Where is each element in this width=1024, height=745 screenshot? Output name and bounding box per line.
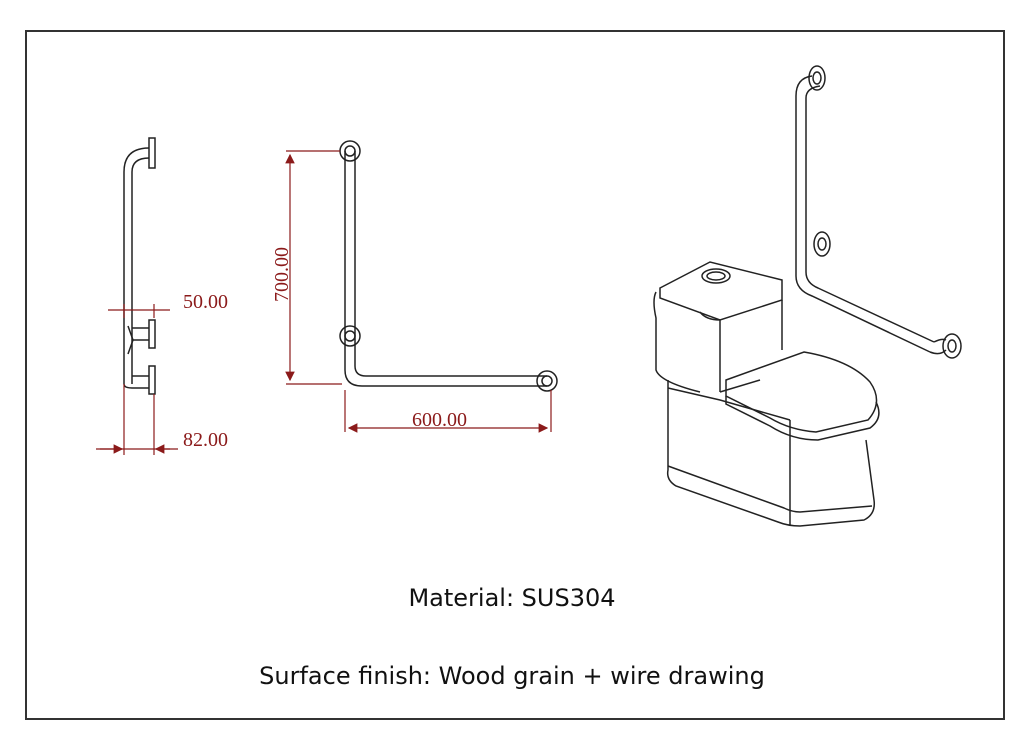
side-mid-flange — [148, 319, 156, 349]
toilet-base — [666, 380, 876, 527]
dim-offset-top: 50.00 — [183, 291, 228, 313]
side-top-flange — [148, 137, 156, 169]
front-tube-outer — [344, 151, 547, 387]
drawing-frame — [25, 30, 1005, 720]
front-end-flange — [536, 370, 558, 392]
side-view — [123, 137, 156, 395]
front-dimensions — [285, 150, 552, 433]
dim-offset-depth: 82.00 — [183, 429, 228, 451]
front-view — [339, 140, 558, 392]
front-mid-flange — [339, 325, 361, 347]
surface-finish-caption: Surface finish: Wood grain + wire drawin… — [259, 662, 765, 690]
perspective-grab-bar — [795, 65, 962, 359]
side-dimensions — [96, 304, 178, 455]
dim-horizontal-length: 600.00 — [412, 409, 467, 431]
material-caption: Material: SUS304 — [408, 584, 616, 612]
toilet-illustration — [653, 65, 962, 527]
toilet-seat — [725, 351, 880, 441]
front-top-flange — [339, 140, 361, 162]
front-tube-inner — [354, 151, 547, 377]
toilet-tank — [653, 261, 783, 393]
dim-vertical-length: 700.00 — [271, 247, 293, 302]
side-bottom-flange — [148, 365, 156, 395]
